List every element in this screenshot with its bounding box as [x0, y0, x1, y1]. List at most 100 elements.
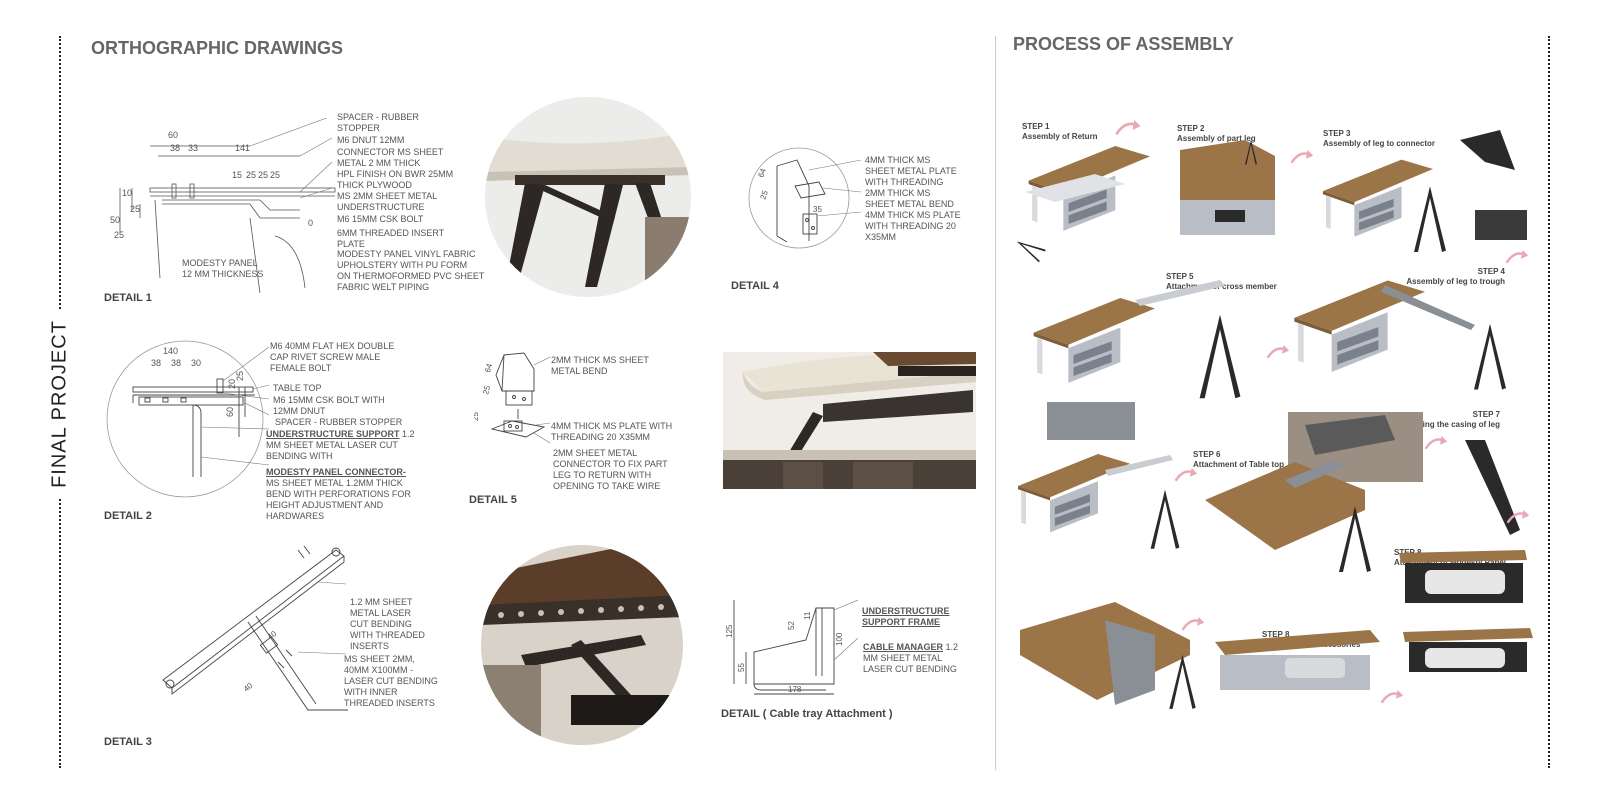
step-6-leg-a: [1150, 490, 1180, 549]
dim: 33: [188, 143, 198, 153]
detail-4-note-plate: 4MM THICK MS SHEET METAL PLATE WITH THRE…: [865, 155, 957, 187]
table-leg-photo-1: [485, 97, 691, 297]
right-dotted-border: [1548, 36, 1550, 768]
dim: 100: [835, 632, 844, 646]
step-4-trough: [1381, 285, 1475, 330]
step-arrow: [1505, 250, 1529, 264]
detail-2-note-spacer: SPACER - RUBBER STOPPER: [275, 417, 403, 427]
step-number: STEP 7: [1472, 410, 1500, 419]
dim: 141: [235, 143, 250, 153]
cable-tray-drawing: 125 55 52 11 100 178: [726, 600, 858, 695]
detail-1-note-understructure: MS 2MM SHEET METAL UNDERSTRUCTURE: [337, 191, 438, 212]
table-leg-photo-2: [481, 545, 683, 745]
dim: 38: [171, 358, 181, 368]
assembly-illustrations: [1013, 120, 1533, 709]
step-6-desk-a: [1018, 454, 1130, 533]
side-title: FINAL PROJECT: [48, 310, 72, 498]
step-5-cross-member: [1135, 280, 1225, 306]
step-text: Fixing the casing of leg: [1411, 420, 1500, 429]
step-1-leg: [1013, 235, 1047, 263]
step-3-connector: [1460, 130, 1515, 170]
dim: 64: [756, 167, 768, 179]
detail-5-drawing: 64 25 25: [474, 352, 550, 444]
detail-5-note-bend: 2MM THICK MS SHEET METAL BEND: [551, 355, 649, 376]
detail-5-note-plate: 4MM THICK MS PLATE WITH THREADING 20 X35…: [551, 421, 673, 442]
table-underside-photo: [723, 352, 976, 489]
detail-2-note-csk-bolt: M6 15MM CSK BOLT WITH 12MM DNUT: [273, 395, 385, 416]
step-3-desk: [1322, 159, 1433, 237]
dim: 38: [170, 143, 180, 153]
detail-1-panel-note: MODESTY PANEL 12 MM THICKNESS: [182, 258, 264, 279]
step-9-desk-a: [1020, 602, 1190, 700]
step-number: STEP 3: [1323, 129, 1351, 138]
step-2-slot: [1215, 210, 1245, 222]
detail-3-label: DETAIL 3: [104, 736, 152, 748]
step-1-parts: [1025, 174, 1125, 202]
dim: 140: [163, 346, 178, 356]
detail-1-note-connector: CONNECTOR MS SHEET METAL 2 MM THICK: [337, 147, 444, 168]
step-9-desk-a-return: [1105, 620, 1155, 705]
cable-frame-title: UNDERSTRUCTURE SUPPORT FRAME: [862, 606, 950, 627]
step-6-tabletop: [1205, 462, 1365, 550]
dim: 25: [235, 371, 245, 381]
dim: 60: [225, 407, 235, 417]
step-6-panel: [1305, 415, 1395, 455]
dim: 38: [151, 358, 161, 368]
detail-2-note-support: UNDERSTRUCTURE SUPPORT 1.2 MM SHEET META…: [266, 429, 415, 462]
step-9-desk-c-fabric: [1425, 648, 1505, 668]
step-arrow: [1424, 436, 1449, 451]
step-9-accessory: [1285, 658, 1345, 678]
detail-5-label: DETAIL 5: [469, 494, 517, 506]
dim: 55: [737, 663, 746, 672]
step-text: Assembly of leg to trough: [1406, 277, 1505, 286]
detail-1-label: DETAIL 1: [104, 292, 152, 304]
cable-manager-title: CABLE MANAGER: [863, 642, 943, 652]
dim: 25: [114, 230, 124, 240]
detail-2-connector-title: MODESTY PANEL CONNECTOR-: [266, 467, 406, 477]
dim: 30: [191, 358, 201, 368]
dim: 25: [474, 412, 480, 421]
detail-2-note-table-top: TABLE TOP: [273, 383, 322, 393]
cable-manager-note: CABLE MANAGER 1.2 MM SHEET METAL LASER C…: [863, 642, 958, 675]
step-text: Attachment of Modesty Panel: [1394, 558, 1507, 567]
detail-4-label: DETAIL 4: [731, 280, 779, 292]
detail-2-note-connector: MODESTY PANEL CONNECTOR- MS SHEET METAL …: [266, 467, 411, 522]
dim: 178: [788, 685, 802, 694]
dim: 64: [483, 362, 494, 373]
dim: 25: [130, 204, 140, 214]
detail-1-note-piping: FABRIC WELT PIPING: [337, 282, 430, 292]
detail-3-note-laser-cut: 1.2 MM SHEET METAL LASER CUT BENDING WIT…: [350, 597, 425, 651]
detail-4-note-plate-threading: 4MM THICK MS PLATE WITH THREADING 20 X35…: [865, 210, 961, 242]
dim: 35: [813, 205, 822, 214]
step-text: Attachment of Table top: [1193, 460, 1284, 469]
step-5-desk: [1033, 298, 1155, 383]
step-number: STEP 2: [1177, 124, 1205, 133]
step-4-leg: [1474, 324, 1506, 390]
detail-1-note-hpl: HPL FINISH ON BWR 25MM THICK PLYWOOD: [337, 169, 454, 190]
step-9-desk-b: [1215, 630, 1380, 655]
step-8-panel-fabric: [1425, 570, 1505, 594]
dim: 40: [242, 681, 255, 694]
left-section-title: ORTHOGRAPHIC DRAWINGS: [91, 38, 343, 58]
step-text: Assembly of leg to connector: [1323, 139, 1436, 148]
detail-1-note-csk-bolt: M6 15MM CSK BOLT: [337, 214, 424, 224]
detail-1-drawing: 60 38 33 141 15 25 25 25 10 25 50 25 0: [110, 118, 336, 293]
step-arrow: [1380, 690, 1405, 705]
step-6-cross-member: [1105, 455, 1173, 476]
step-6-inset: [1047, 402, 1135, 440]
dim: 125: [726, 624, 734, 638]
right-section-title: PROCESS OF ASSEMBLY: [1013, 34, 1234, 54]
dim: 25: [481, 384, 492, 395]
step-number: STEP 8: [1262, 630, 1290, 639]
step-number: STEP 4: [1477, 267, 1505, 276]
dim: 0: [308, 218, 313, 228]
dim: 25: [270, 170, 280, 180]
detail-4-drawing: 64 25 35: [748, 147, 862, 249]
detail-4-note-bend: 2MM THICK MS SHEET METAL BEND: [865, 188, 954, 209]
step-arrow: [1266, 345, 1291, 360]
detail-1-note-spacer: SPACER - RUBBER STOPPER: [337, 112, 419, 133]
